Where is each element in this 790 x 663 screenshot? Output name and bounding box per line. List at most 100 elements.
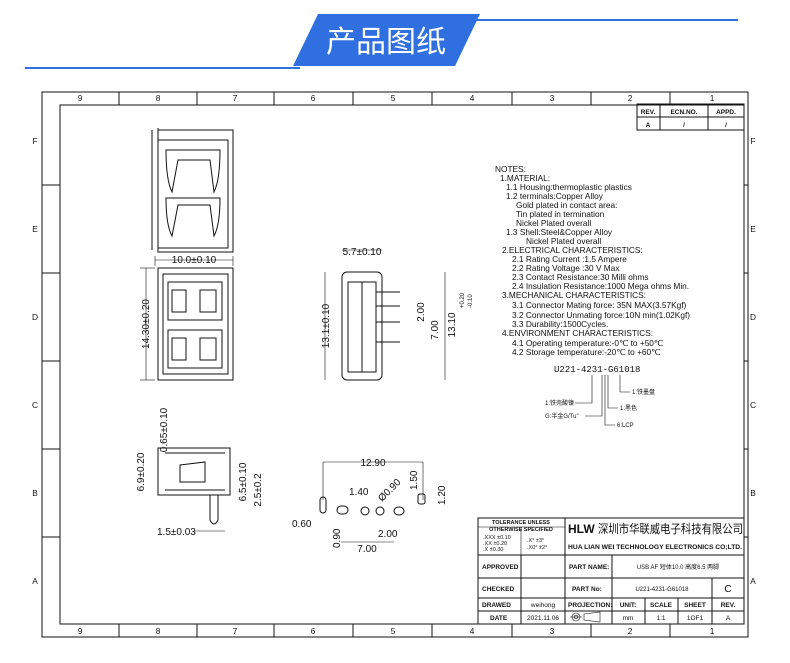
dim-side-pin2: 7.00 — [430, 320, 441, 340]
row-label: D — [750, 312, 756, 322]
column-label: 7 — [233, 626, 238, 636]
dim-pcb-span: 7.00 — [357, 544, 377, 555]
side-view: 5.7±0.10 13.1±0.10 2.00 7.00 13.10 +0.20… — [321, 247, 474, 381]
column-label: 8 — [156, 93, 161, 103]
column-label: 8 — [156, 626, 161, 636]
dim-profile-body: 6.5±0.10 — [238, 462, 249, 501]
dim-pcb-slot-h: 1.50 — [409, 470, 420, 490]
legend-item: 6:LCP — [617, 423, 634, 429]
column-label: 3 — [550, 626, 555, 636]
dim-side-tol-plus: +0.20 — [460, 292, 466, 308]
note-line: 4.ENVIRONMENT CHARACTERISTICS: — [502, 328, 653, 338]
company-name-en: HUA LIAN WEI TECHNOLOGY ELECTRONICS CO;L… — [568, 544, 742, 551]
column-labels-top: 9 8 7 6 5 4 3 2 1 — [78, 93, 715, 103]
row-label: A — [32, 576, 38, 586]
date-value: 2021.11.06 — [527, 615, 559, 622]
row-label: C — [32, 400, 38, 410]
column-label: 5 — [391, 626, 396, 636]
part-no-value: U221-4231-G61018 — [635, 587, 689, 593]
dim-pcb-slot-w: 1.20 — [437, 485, 448, 505]
tolerance-line: .X ±0.30 — [483, 547, 503, 553]
note-line: 3.1 Connector Mating force: 35N MAX(3.57… — [512, 300, 687, 310]
column-label: 6 — [311, 93, 316, 103]
column-label: 2 — [628, 93, 633, 103]
row-label: E — [32, 224, 38, 234]
dim-side-top: 5.7±0.10 — [343, 247, 382, 258]
banner-background — [293, 14, 480, 66]
tolerance-title-2: OTHERWISE SPECIFIED — [489, 527, 553, 533]
dim-pcb-b: 0.90 — [332, 528, 343, 548]
row-label: B — [32, 488, 38, 498]
dim-pcb-slot: 1.40 — [349, 487, 369, 498]
note-line: 2.1 Rating Current :1.5 Ampere — [512, 254, 627, 264]
note-line: 3.3 Durability:1500Cycles. — [512, 319, 608, 329]
angle-tolerance: .X0° ±2° — [527, 545, 547, 551]
projection-symbol-icon — [570, 611, 601, 623]
row-labels-left: F E D C B A — [32, 136, 38, 586]
drawed-label: DRAWED — [482, 602, 511, 609]
note-line: 1.3 Shell:Steel&Copper Alloy — [506, 227, 613, 237]
dim-pcb-hole: Ø0.90 — [376, 477, 403, 504]
column-labels-bottom: 9 8 7 6 5 4 3 2 1 — [78, 626, 715, 636]
part-name-label: PART NAME: — [569, 564, 609, 571]
rev-header: REV. — [641, 109, 656, 116]
row-label: F — [750, 136, 755, 146]
scale-label: SCALE — [650, 602, 673, 609]
title-block: TOLERANCE UNLESS OTHERWISE SPECIFIED .XX… — [477, 517, 745, 625]
column-label: 4 — [470, 93, 475, 103]
row-label: B — [750, 488, 756, 498]
column-label: 2 — [628, 626, 633, 636]
unit-value: mm — [623, 615, 634, 622]
dim-pcb-width: 12.90 — [360, 458, 385, 469]
angle-tolerance: .X° ±3° — [527, 538, 544, 544]
revision-table: REV. ECN.NO. APPD. A / / — [636, 103, 745, 131]
tolerance-line: .XX ±0.20 — [483, 541, 507, 547]
legend-item: G:半金G/Tu" — [545, 412, 579, 420]
column-label: 9 — [78, 93, 83, 103]
row-label: A — [750, 576, 756, 586]
column-label: 5 — [391, 93, 396, 103]
part-name-value: USB AF 短体10.0 高度6.5 两脚 — [637, 563, 719, 571]
column-label: 4 — [470, 626, 475, 636]
unit-label: UNIT: — [620, 602, 637, 609]
column-label: 3 — [550, 93, 555, 103]
note-line: 2.3 Contact Resistance:30 Milli ohms — [512, 272, 649, 282]
sheet-value: 1OF1 — [687, 615, 704, 622]
column-label: 1 — [710, 93, 715, 103]
part-code: U221-4231-G61018 — [554, 365, 640, 375]
ecn-header: ECN.NO. — [670, 109, 697, 116]
note-line: 2.2 Rating Voltage :30 V Max — [512, 263, 620, 273]
rev-value: A — [646, 122, 651, 129]
date-label: DATE — [490, 615, 508, 622]
projection-label: PROJECTION: — [568, 602, 612, 609]
row-label: C — [750, 400, 756, 410]
ecn-value: / — [683, 122, 685, 129]
dim-front-width: 10.0±0.10 — [172, 255, 217, 266]
dim-profile-height: 6.9±0.20 — [136, 452, 147, 491]
company-logo: HLW — [568, 522, 595, 536]
rev-label: REV. — [721, 602, 736, 609]
dim-side-pin: 2.00 — [416, 302, 427, 322]
dim-pcb-a: 0.60 — [292, 519, 312, 530]
note-line: Nickel Plated overall — [526, 236, 601, 246]
dim-side-tol-minus: -0.10 — [468, 294, 474, 308]
note-line: 2.ELECTRICAL CHARACTERISTICS: — [502, 245, 643, 255]
dim-profile-top: 0.65±0.10 — [159, 407, 170, 452]
note-line: Tin plated in termination — [516, 209, 605, 219]
drawed-value: weihong — [530, 602, 556, 609]
note-line: 4.1 Operating temperature:-0℃ to +50℃ — [512, 338, 663, 348]
note-line: 1.MATERIAL: — [500, 173, 550, 183]
note-line: 3.2 Connector Unmating force:10N min(1.0… — [512, 310, 690, 320]
approved-label: APPROVED — [482, 564, 519, 571]
rev-value: A — [726, 615, 731, 622]
company-name-cn: 深圳市华联威电子科技有限公司 — [598, 521, 743, 536]
appd-header: APPD. — [716, 109, 736, 116]
part-no-label: PART No: — [572, 586, 602, 593]
dim-front-height: 14.30±0.20 — [141, 299, 152, 349]
dim-profile-pin: 2.5±0.2 — [253, 473, 264, 507]
dim-side-height: 13.1±0.10 — [321, 303, 332, 348]
checked-label: CHECKED — [482, 586, 514, 593]
note-line: 3.MECHANICAL CHARACTERISTICS: — [502, 290, 646, 300]
legend-item: 1:铁壳酸镍 — [545, 399, 574, 407]
legend-item: 1:黑色 — [620, 404, 637, 412]
